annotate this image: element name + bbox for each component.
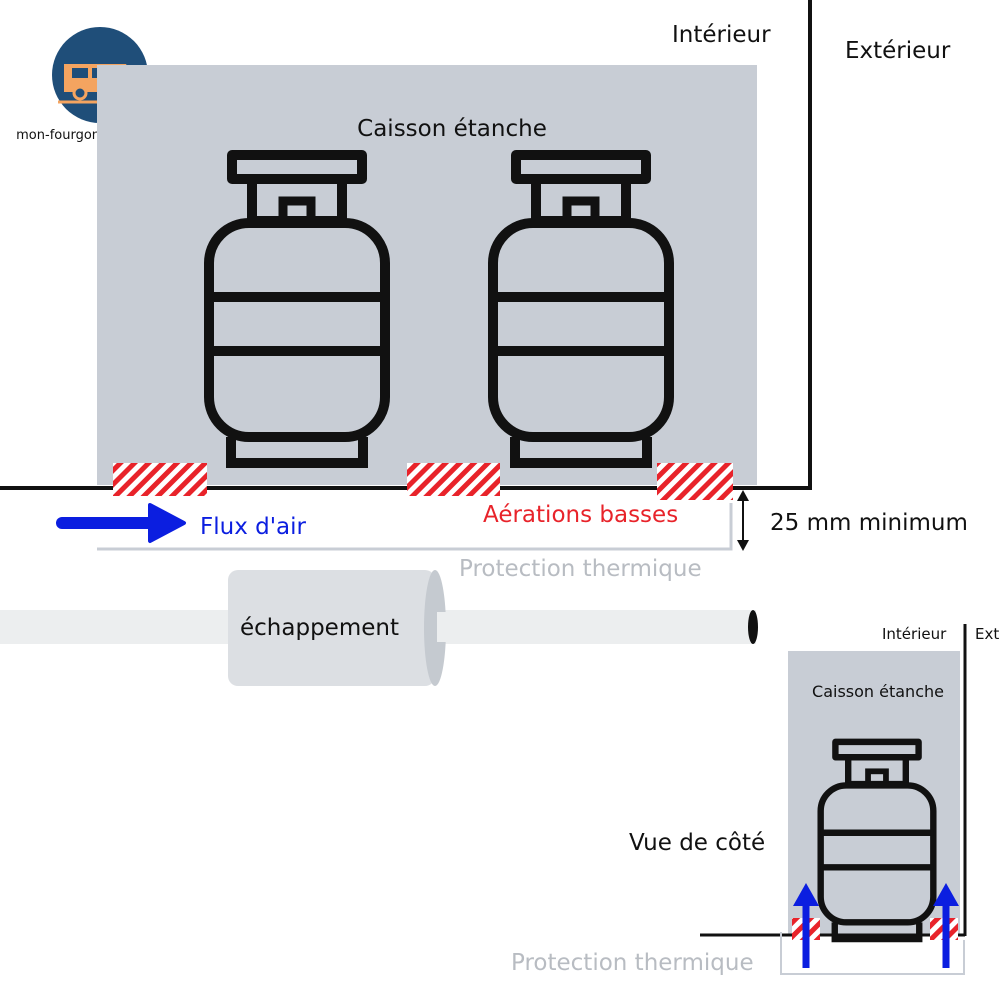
low-vent xyxy=(113,463,207,496)
vents-label: Aérations basses xyxy=(483,502,678,528)
side-box-label: Caisson étanche xyxy=(812,682,944,701)
side-outside-label: Ext xyxy=(975,625,999,643)
heat-shield-label: Protection thermique xyxy=(459,556,702,582)
side-view-title: Vue de côté xyxy=(629,830,765,856)
airflow-label: Flux d'air xyxy=(200,514,307,540)
exhaust-label: échappement xyxy=(240,615,399,641)
vehicle-wall-and-floor xyxy=(0,0,812,490)
muffler xyxy=(228,570,435,686)
gap-label: 25 mm minimum xyxy=(770,510,968,536)
heat-shield xyxy=(97,503,733,551)
box-label: Caisson étanche xyxy=(357,116,547,142)
side-view: Intérieur Ext Caisson étanche Protection… xyxy=(511,624,999,976)
side-heat-shield-label: Protection thermique xyxy=(511,950,754,976)
low-vent xyxy=(407,463,500,496)
gap-dimension-icon xyxy=(737,490,749,551)
inside-label: Intérieur xyxy=(672,22,771,48)
exhaust-pipe xyxy=(0,570,758,686)
outside-label: Extérieur xyxy=(845,38,951,64)
side-airflow-arrow-icon xyxy=(793,883,819,968)
airflow-arrow-icon xyxy=(56,503,186,543)
side-inside-label: Intérieur xyxy=(882,625,947,643)
low-vent xyxy=(657,463,733,500)
side-airflow-arrow-icon xyxy=(933,883,959,968)
side-heat-shield xyxy=(780,932,965,975)
